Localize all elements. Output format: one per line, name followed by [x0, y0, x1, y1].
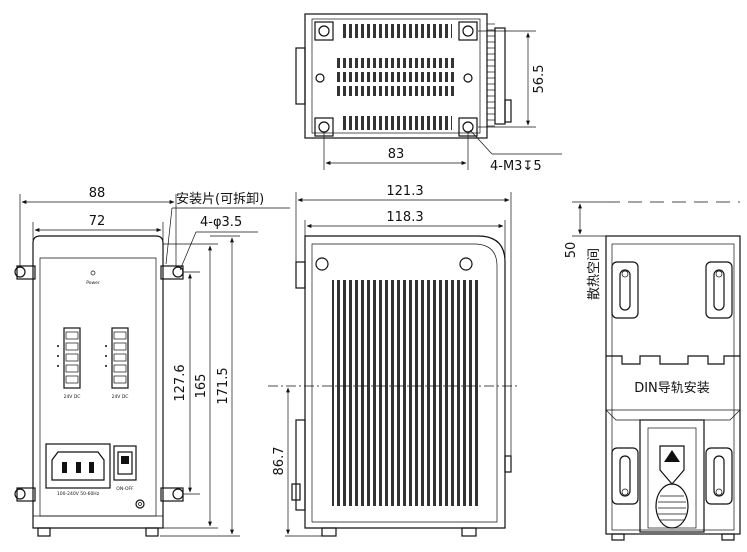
- front-view-inner-width-value: 72: [89, 214, 106, 229]
- mount-hole-callout: 4-φ3.5: [179, 215, 258, 271]
- front-view: Power 24V DC 24V DC 100-240V 50-60Hz: [14, 186, 290, 537]
- top-view-height-dimension: 56.5: [478, 30, 547, 128]
- top-view: 56.5 83 4-M3↧5: [295, 13, 562, 174]
- rear-view-body: [605, 235, 741, 535]
- top-view-center-screw-left: [315, 73, 325, 83]
- side-view-rail-height-value: 86.7: [272, 447, 287, 476]
- side-view-body: [304, 235, 506, 529]
- rear-view-foot-right: [721, 533, 735, 541]
- rear-view-bottom-mount-slots: [611, 447, 733, 505]
- top-view-inner-frame: [311, 18, 481, 134]
- side-view-rail-height-dimension: 86.7: [272, 387, 322, 537]
- rear-view-foot-left: [611, 533, 625, 541]
- top-view-left-clip: [295, 47, 306, 105]
- front-view-body-height-value: 165: [194, 374, 209, 399]
- mount-hole-label: 4-φ3.5: [200, 215, 242, 230]
- front-view-mounting-ears: [14, 265, 184, 502]
- rear-view-clearance-value: 50: [564, 242, 579, 259]
- power-led: [90, 270, 96, 276]
- top-view-width-value: 83: [388, 147, 405, 162]
- power-switch: ON-OFF: [113, 445, 137, 492]
- front-view-overall-width-value: 88: [89, 186, 106, 201]
- rear-view: DIN导轨安装: [564, 201, 741, 541]
- top-view-vent-top: [340, 24, 452, 38]
- side-view-screw-left: [315, 257, 329, 271]
- ground-screw: [135, 499, 145, 509]
- mount-bracket-callout: 安装片(可拆卸): [165, 191, 290, 265]
- rear-view-clearance-dimension: 50 散热空间: [564, 201, 606, 300]
- top-view-center-screw-right: [463, 73, 473, 83]
- side-view-fins: [332, 280, 480, 506]
- front-view-foot-left: [37, 527, 51, 537]
- terminal-left-label: 24V DC: [64, 394, 81, 400]
- rear-view-clearance-label: 散热空间: [587, 248, 602, 300]
- side-view-body-depth-dimension: 118.3: [304, 210, 506, 258]
- front-view-foot-right: [145, 527, 159, 537]
- top-view-vent-lower-mid: [336, 86, 456, 96]
- front-view-total-height-dimension: 171.5: [160, 235, 240, 537]
- side-view: 121.3 118.3 86.7: [268, 184, 520, 537]
- top-view-right-fins: [487, 23, 512, 127]
- top-view-vent-mid: [336, 72, 456, 82]
- side-view-overall-depth-value: 121.3: [386, 184, 423, 199]
- terminal-block-right: 24V DC: [105, 327, 129, 400]
- mount-bracket-label: 安装片(可拆卸): [176, 191, 264, 207]
- rear-view-top-mount-slots: [611, 261, 733, 319]
- side-view-body-depth-value: 118.3: [386, 210, 423, 225]
- front-view-hole-spacing-dimension: 127.6: [173, 271, 200, 495]
- top-view-height-value: 56.5: [532, 65, 547, 94]
- side-view-inner-panel: [311, 243, 498, 523]
- rear-view-din-recess: [606, 355, 740, 365]
- power-label: Power: [86, 280, 100, 286]
- top-view-width-dimension: 83: [323, 132, 469, 170]
- ac-inlet-label: 100-240V 50-60Hz: [57, 491, 100, 497]
- side-view-overall-depth-dimension: 121.3: [295, 184, 512, 456]
- top-view-vent-bottom: [340, 116, 452, 130]
- front-view-total-height-value: 171.5: [216, 367, 231, 404]
- din-rail-label: DIN导轨安装: [634, 381, 710, 396]
- front-view-body: [32, 235, 164, 529]
- front-view-overall-width-dimension: 88: [19, 186, 177, 266]
- front-view-inner-width-dimension: 72: [32, 214, 164, 240]
- side-view-din-clip: [291, 261, 306, 511]
- side-view-screw-right: [459, 257, 473, 271]
- ac-inlet: 100-240V 50-60Hz: [45, 443, 111, 497]
- front-view-body-height-dimension: 165: [163, 243, 218, 529]
- front-view-bezel: [39, 257, 157, 517]
- top-view-vent-upper-mid: [336, 58, 456, 68]
- terminal-right-label: 24V DC: [112, 394, 129, 400]
- switch-label: ON-OFF: [116, 486, 134, 492]
- side-view-switch-knob: [504, 455, 512, 473]
- front-view-hole-spacing-value: 127.6: [173, 364, 188, 401]
- side-view-foot-right: [461, 527, 477, 537]
- side-view-foot-left: [321, 527, 337, 537]
- top-view-hole-note: 4-M3↧5: [490, 159, 542, 174]
- top-view-corner-screws: [314, 21, 478, 137]
- rear-view-inner-frame: [611, 243, 735, 531]
- top-view-hole-callout: 4-M3↧5: [469, 129, 562, 174]
- terminal-block-left: 24V DC: [57, 327, 81, 400]
- rear-view-din-latch: [639, 419, 705, 533]
